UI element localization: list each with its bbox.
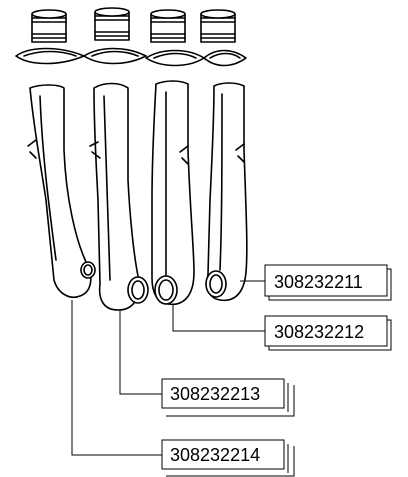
gasket-2 [83,47,147,65]
part-number-label: 308232213 [170,384,260,404]
callout-308232211: 308232211 [264,264,392,301]
gasket-4 [203,49,247,67]
leader-lines [71,280,265,456]
callout-308232213: 308232213 [161,378,295,417]
leader-308232214 [71,300,162,456]
leader-308232213 [119,310,162,395]
clamp-3 [150,9,186,43]
callout-308232212: 308232212 [264,315,392,351]
part-number-label: 308232211 [274,272,363,292]
pipe-308232214 [27,84,96,298]
pipe-308232213 [89,82,149,311]
clamp-2 [94,7,130,41]
gaskets [15,47,247,67]
clamp-4 [200,9,236,43]
pipe-308232211 [205,82,248,302]
pipe-clamps [31,7,236,43]
clamp-1 [31,9,67,43]
part-number-label: 308232214 [170,445,260,465]
header-pipes [27,80,248,311]
part-number-label: 308232212 [274,322,364,342]
leader-308232212 [172,305,265,332]
pipe-308232212 [151,80,195,306]
callout-308232214: 308232214 [161,439,295,477]
